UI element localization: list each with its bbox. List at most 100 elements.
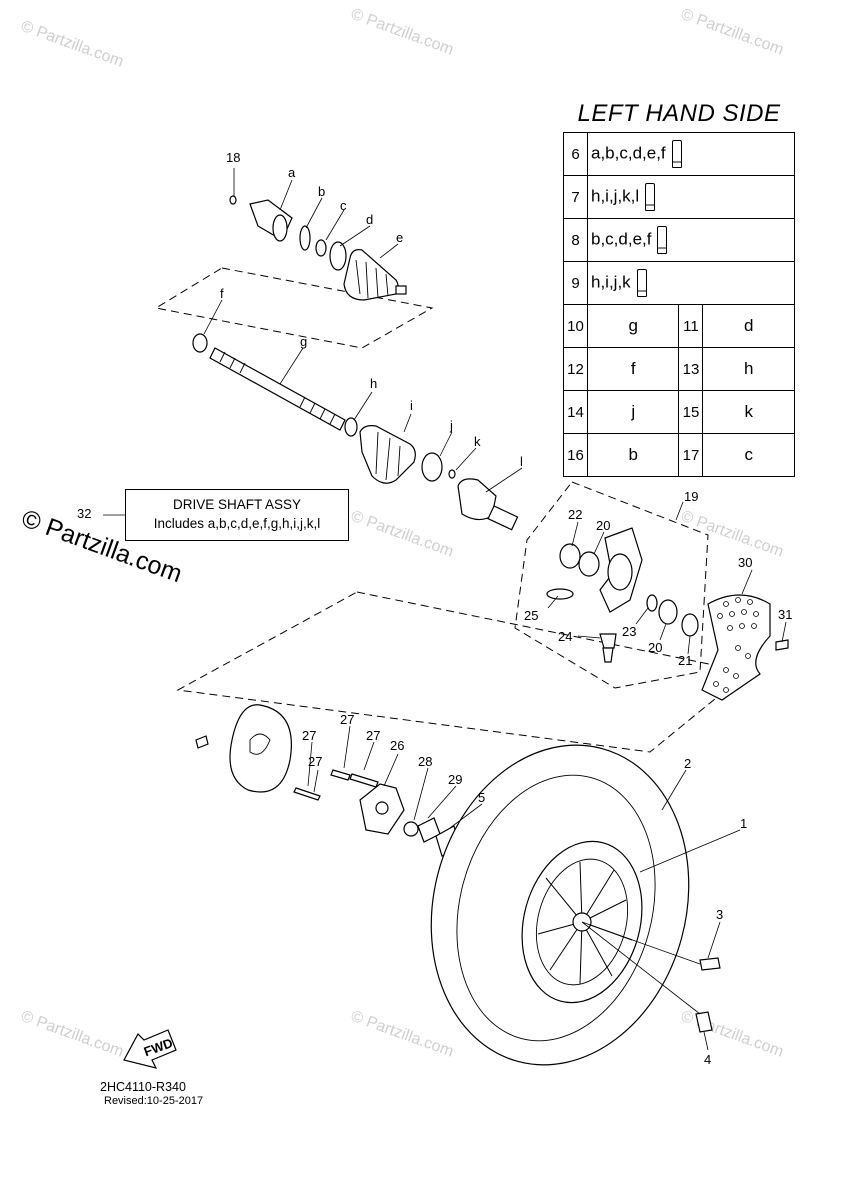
- assembly-number: 32: [77, 506, 92, 521]
- callout-23: 23: [622, 624, 636, 639]
- drawing-code: 2HC4110-R340: [100, 1080, 186, 1094]
- watermark-text: © Partzilla.com: [349, 1008, 456, 1061]
- boot-e: [343, 249, 399, 301]
- callout-f: f: [220, 286, 224, 301]
- clip-25: [546, 588, 574, 600]
- valve-cap-4: [695, 1011, 713, 1033]
- clip-18: [229, 195, 237, 205]
- bolt-27-c: [349, 773, 379, 788]
- legend-part-letter: d: [702, 304, 795, 348]
- callout-2: 2: [684, 756, 691, 771]
- legend-ref-number: 16: [563, 433, 588, 477]
- callout-a: a: [288, 165, 296, 180]
- callout-29: 29: [448, 772, 462, 787]
- boot-i: [359, 425, 416, 484]
- watermark-text: © Partzilla.com: [679, 508, 786, 561]
- outer-cv-group: [229, 195, 407, 301]
- callout-31: 31: [778, 607, 792, 622]
- callout-20: 20: [596, 518, 610, 533]
- callout-20: 20: [648, 640, 662, 655]
- legend-ref-number: 9: [563, 261, 588, 305]
- callout-c: c: [340, 198, 347, 213]
- callout-3: 3: [716, 907, 723, 922]
- grease-tube-icon: [636, 269, 647, 297]
- band-f: [192, 333, 208, 353]
- callout-21: 21: [678, 653, 692, 668]
- callout-labels: 18 a b c d e f g h i j k l 19 22 20 25 2…: [220, 150, 792, 1067]
- callout-1: 1: [740, 816, 747, 831]
- bolt-31: [775, 639, 789, 651]
- bearing-20-b: [658, 599, 678, 625]
- legend-ref-number: 10: [563, 304, 588, 348]
- callout-d: d: [366, 212, 373, 227]
- callout-24: 24: [558, 629, 572, 644]
- legend-part-letter: j: [586, 390, 680, 434]
- grease-tube-icon: [657, 226, 668, 254]
- clip-c: [315, 239, 327, 257]
- watermark-text: © Partzilla.com: [19, 1008, 126, 1061]
- callout-5: 5: [478, 790, 485, 805]
- assembly-line-2: Includes a,b,c,d,e,f,g,h,i,j,k,l: [153, 516, 321, 531]
- watermark-text: © Partzilla.com: [19, 18, 126, 71]
- callout-27: 27: [302, 728, 316, 743]
- legend-parts-text: b,c,d,e,f: [591, 229, 652, 249]
- legend-part-letter: f: [586, 347, 680, 391]
- callout-b: b: [318, 184, 325, 199]
- seal-22: [559, 543, 581, 569]
- shaft-g: [209, 347, 346, 431]
- grease-tube-icon: [645, 183, 656, 211]
- callout-j: j: [449, 418, 453, 433]
- legend-ref-number: 8: [563, 218, 588, 262]
- callout-26: 26: [390, 738, 404, 753]
- guard-30: [701, 594, 771, 701]
- knuckle-group: [546, 527, 789, 701]
- legend-ref-number: 17: [678, 433, 704, 477]
- callout-k: k: [474, 434, 481, 449]
- ring-b: [299, 225, 311, 251]
- callout-27: 27: [366, 728, 380, 743]
- legend-ref-number: 15: [678, 390, 704, 434]
- watermark-text: © Partzilla.com: [349, 508, 456, 561]
- seal-21: [681, 613, 699, 637]
- callout-27: 27: [340, 712, 354, 727]
- brake-disc: [229, 704, 292, 793]
- washer-28: [403, 821, 419, 837]
- legend-ref-number: 14: [563, 390, 588, 434]
- callout-27: 27: [308, 754, 322, 769]
- assembly-line-1: DRIVE SHAFT ASSY: [172, 497, 302, 512]
- bolt-27-b: [330, 769, 351, 781]
- assembly-box: DRIVE SHAFT ASSY Includes a,b,c,d,e,f,g,…: [125, 489, 349, 541]
- band-h: [344, 417, 358, 437]
- revised-date: Revised:10-25-2017: [104, 1095, 204, 1107]
- watermark-text: © Partzilla.com: [679, 6, 786, 59]
- hub-group: [195, 704, 461, 857]
- legend-ref-number: 6: [563, 132, 588, 176]
- legend-ref-number: 13: [678, 347, 704, 391]
- leader-lines: [103, 168, 787, 1051]
- callout-l: l: [520, 454, 523, 469]
- callout-22: 22: [568, 507, 582, 522]
- bolt-27-a: [293, 787, 321, 801]
- legend-part-letter: h: [702, 347, 795, 391]
- grease-tube-icon: [671, 140, 682, 168]
- knuckle-dash-box: [514, 481, 709, 689]
- callout-19: 19: [684, 489, 698, 504]
- legend-ref-number: 7: [563, 175, 588, 219]
- clip-23: [646, 594, 658, 612]
- callout-18: 18: [226, 150, 240, 165]
- band-d: [329, 241, 347, 271]
- legend-ref-number: 11: [678, 304, 704, 348]
- legend-part-letter: b: [586, 433, 680, 477]
- legend-parts-text: h,i,j,k,l: [591, 186, 640, 206]
- legend-parts-text: a,b,c,d,e,f: [591, 143, 666, 163]
- callout-e: e: [396, 230, 403, 245]
- legend-title: LEFT HAND SIDE: [577, 100, 781, 127]
- callout-h: h: [370, 376, 377, 391]
